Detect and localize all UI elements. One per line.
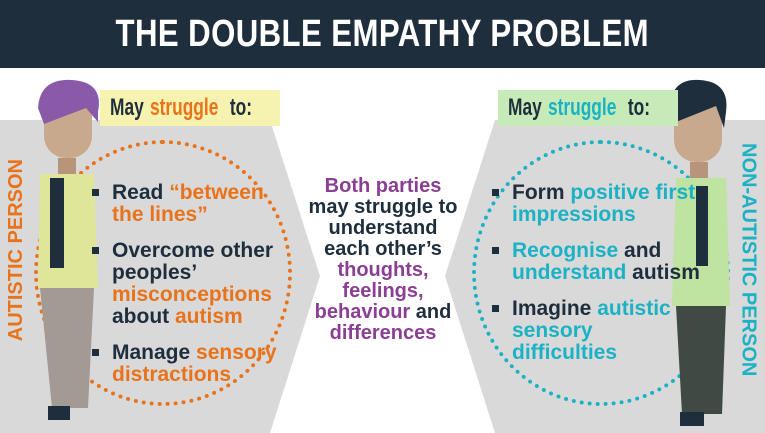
item-tail-2: autism [626,261,700,284]
list-item: Form positive first impressions [490,182,700,226]
center-statement: Both parties may struggle to understand … [308,176,458,344]
left-struggle-label: May struggle to: [100,90,280,126]
left-dotted-circle [34,140,292,406]
list-item: Manage sensory distractions [90,342,290,386]
item-highlight-2: autism [175,305,243,328]
left-label-highlight: struggle [149,94,219,121]
list-item: Read “between the lines” [90,182,290,226]
bullet-square-icon [492,189,499,196]
item-highlight: Recognise [512,239,619,262]
left-shirt [38,174,98,288]
center-thoughts: thoughts, [337,259,429,281]
item-highlight: “between the lines” [112,181,264,226]
right-hair [670,79,727,128]
center-and: and [410,301,452,323]
item-tail: and [618,239,662,262]
page-title: THE DOUBLE EMPATHY PROBLEM [115,12,650,55]
left-hair [38,79,99,124]
autistic-struggles-list: Read “between the lines” Overcome other … [90,182,290,400]
right-arm [696,186,708,266]
item-text: Imagine [512,297,598,320]
center-body: may struggle to understand each other’s [308,196,458,260]
title-bar: THE DOUBLE EMPATHY PROBLEM [0,0,765,68]
autistic-person-label-wrap: AUTISTIC PERSON [2,155,30,345]
left-arm [50,178,64,268]
center-differences: differences [329,322,437,344]
list-item: Overcome other peoples’ misconceptions a… [90,240,290,328]
bullet-square-icon [492,305,499,312]
autistic-person-illustration [38,79,99,420]
right-struggle-label: May struggle to: [498,90,678,126]
left-label-suffix: to: [230,94,253,121]
item-highlight: sensory distractions [112,341,277,386]
left-label-prefix: May [110,94,144,121]
left-neck [58,158,76,174]
right-neck [690,162,708,178]
non-autistic-person-illustration [670,79,730,426]
list-item: Imagine autistic sensory difficulties [490,298,700,364]
left-trousers [40,288,94,408]
item-text: Read [112,181,170,204]
center-heading: Both parties [324,175,442,197]
list-item: Recognise and understand autism [490,240,700,284]
right-shoe [680,412,704,426]
right-label-highlight: struggle [547,94,617,121]
item-text: Manage [112,341,197,364]
non-autistic-struggles-list: Form positive first impressions Recognis… [490,182,700,378]
item-highlight: autistic sensory difficulties [512,297,671,364]
item-tail: about [112,305,175,328]
non-autistic-person-label: NON-AUTISTIC PERSON [737,143,760,377]
left-shoe [48,406,70,420]
bullet-square-icon [92,247,99,254]
center-behaviour: behaviour [314,301,411,323]
item-highlight: positive first impressions [512,181,696,226]
right-trousers [676,306,726,414]
right-label-suffix: to: [628,94,651,121]
bullet-square-icon [92,349,99,356]
item-highlight-2: understand [512,261,627,284]
center-feelings: feelings, [342,280,424,302]
item-text: Form [512,181,571,204]
autistic-person-label: AUTISTIC PERSON [4,158,27,342]
bullet-square-icon [492,247,499,254]
item-text: Overcome other peoples’ [112,239,274,284]
bullet-square-icon [92,189,99,196]
right-label-prefix: May [508,94,542,121]
non-autistic-person-label-wrap: NON-AUTISTIC PERSON [733,143,763,376]
item-highlight: misconceptions [112,283,272,306]
